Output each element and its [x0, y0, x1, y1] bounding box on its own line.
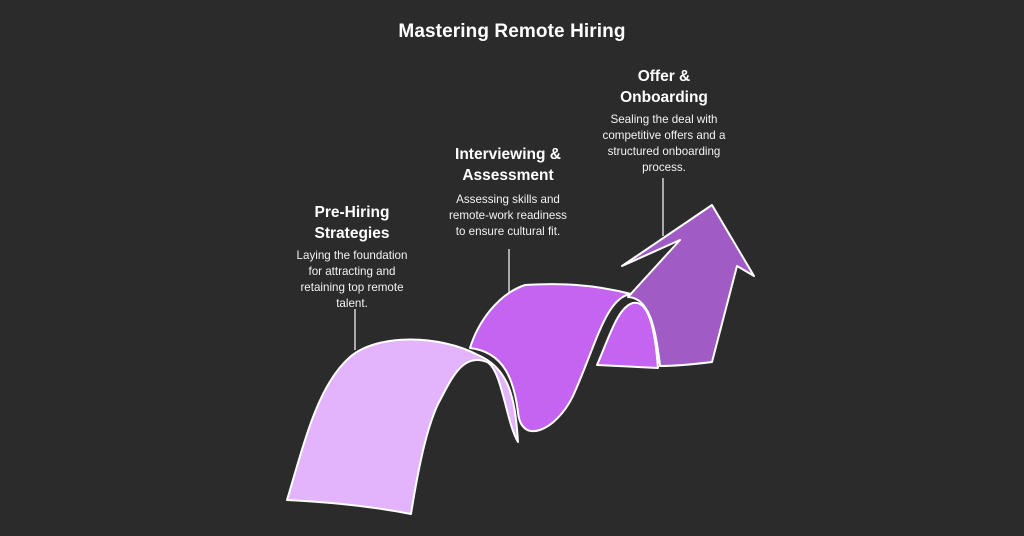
stage-1-ribbon [286, 338, 519, 515]
page-title: Mastering Remote Hiring [398, 21, 626, 42]
stage-3-heading: Offer & Onboarding [574, 66, 754, 108]
stage-1-heading: Pre-Hiring Strategies [262, 202, 442, 244]
stage-1-heading-line: Pre-Hiring [314, 204, 390, 221]
stage-1-description-line: for attracting and [308, 265, 396, 278]
stage-1-description-line: retaining top remote [300, 281, 404, 294]
stage-1-heading-line: Strategies [314, 225, 390, 242]
stage-3-description-line: structured onboarding [607, 145, 721, 158]
stage-2-heading: Interviewing & Assessment [418, 144, 598, 186]
stage-2-description-line: to ensure cultural fit. [455, 225, 561, 238]
stage-2-description: Assessing skills and remote-work readine… [428, 192, 588, 240]
stage-2-ribbon [469, 283, 632, 433]
stage-2-foot [596, 301, 659, 369]
stage-3-description-line: process. [642, 161, 686, 174]
stage-3-description: Sealing the deal with competitive offers… [579, 112, 749, 176]
stage-1-description-line: Laying the foundation [296, 249, 408, 262]
stage-2-heading-line: Interviewing & [455, 146, 561, 163]
stage-2-description-line: remote-work readiness [449, 209, 567, 222]
stage-2-description-line: Assessing skills and [456, 193, 560, 206]
stage-2-heading-line: Assessment [462, 167, 554, 184]
stage-3-heading-line: Onboarding [620, 89, 708, 106]
stage-3-description-line: Sealing the deal with [610, 113, 718, 126]
stage-3-description-line: competitive offers and a [602, 129, 726, 142]
stage-1-description: Laying the foundation for attracting and… [272, 248, 432, 312]
stage-3-heading-line: Offer & [637, 68, 691, 85]
stage-1-description-line: talent. [336, 297, 368, 310]
